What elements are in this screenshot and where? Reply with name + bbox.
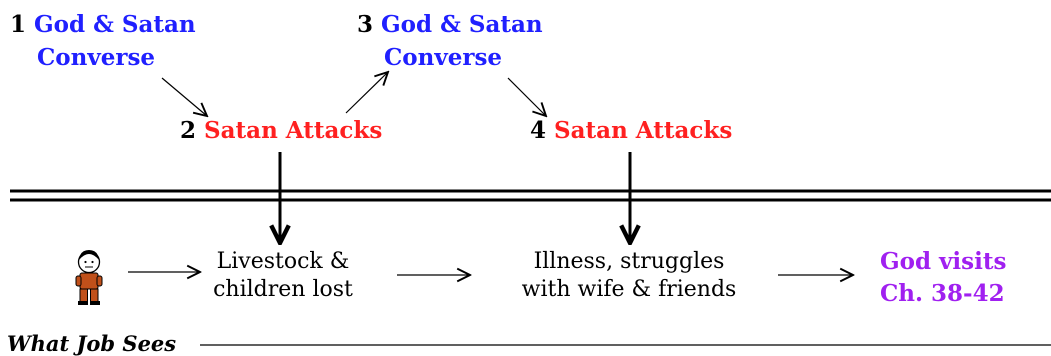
step-3-subtitle: Converse bbox=[384, 44, 503, 71]
step-1-subtitle: Converse bbox=[37, 44, 156, 71]
step-2-title: Satan Attacks bbox=[204, 117, 383, 144]
event-1-line-2: children lost bbox=[213, 277, 353, 302]
step-4-title: Satan Attacks bbox=[554, 117, 733, 144]
step-1-title: God & Satan bbox=[34, 11, 196, 38]
step-2-number: 2 bbox=[180, 117, 197, 144]
step-3-title: God & Satan bbox=[381, 11, 543, 38]
step-3-label: 3 God & Satan bbox=[357, 11, 543, 38]
arrow-2-to-3 bbox=[345, 72, 388, 114]
step-4-label: 4 Satan Attacks bbox=[530, 117, 732, 144]
step-4-number: 4 bbox=[530, 117, 547, 144]
arrow-1-to-2 bbox=[161, 77, 207, 116]
event-1-line-1: Livestock & bbox=[216, 249, 350, 274]
job-figure-icon bbox=[75, 250, 103, 305]
caption-what-job-sees: What Job Sees bbox=[7, 331, 181, 356]
event-2: Illness, struggles with wife & friends bbox=[516, 248, 742, 304]
step-1-label: 1 God & Satan bbox=[10, 11, 196, 38]
event-2-line-1: Illness, struggles bbox=[533, 249, 725, 274]
arrow-3-to-4 bbox=[507, 77, 546, 116]
event-1: Livestock & children lost bbox=[200, 248, 366, 304]
outcome-line-1: God visits bbox=[880, 248, 1007, 275]
step-2-label: 2 Satan Attacks bbox=[180, 117, 382, 144]
step-1-number: 1 bbox=[10, 11, 27, 38]
step-3-number: 3 bbox=[357, 11, 374, 38]
event-2-line-2: with wife & friends bbox=[521, 277, 737, 302]
outcome-line-2: Ch. 38-42 bbox=[880, 280, 1005, 307]
